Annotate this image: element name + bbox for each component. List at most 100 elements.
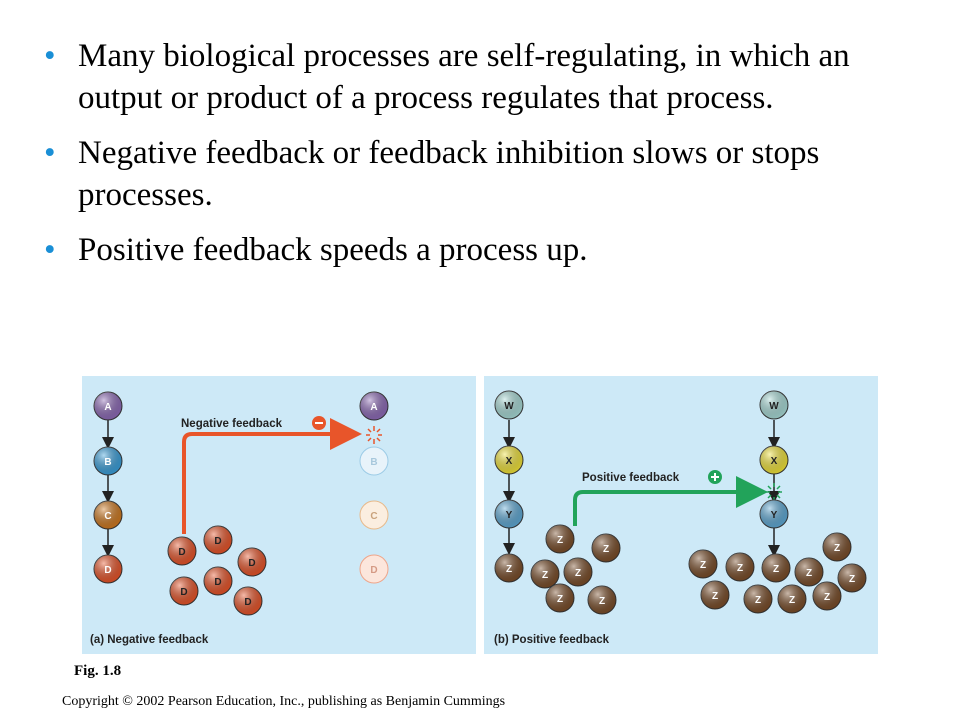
molecule-Z: Z xyxy=(761,553,791,583)
negative-feedback-panel: A B C D D D D D D D Negative feedback A xyxy=(82,376,476,654)
copyright-notice: Copyright © 2002 Pearson Education, Inc.… xyxy=(62,694,506,709)
positive-feedback-panel: W X Y Z Z Z Z Z Z Z Positive feedback W xyxy=(484,376,878,654)
svg-text:A: A xyxy=(370,402,377,413)
product-cluster-D: D D D D D D xyxy=(167,525,267,616)
molecule-Z: Z xyxy=(563,557,593,587)
molecule-Z: Z xyxy=(822,532,852,562)
svg-text:B: B xyxy=(370,457,377,468)
svg-text:Z: Z xyxy=(806,568,812,579)
svg-text:D: D xyxy=(180,587,187,598)
svg-text:D: D xyxy=(214,536,221,547)
svg-text:D: D xyxy=(178,547,185,558)
pathway-right: A B C D xyxy=(359,391,389,584)
molecule-Z: Z xyxy=(777,584,807,614)
molecule-Z: Z xyxy=(812,581,842,611)
molecule-B-faded: B xyxy=(359,446,389,476)
panel-caption: (b) Positive feedback xyxy=(494,634,610,646)
svg-text:D: D xyxy=(104,565,111,576)
molecule-D: D xyxy=(169,576,199,606)
pathway-left: W X Y Z xyxy=(494,390,524,583)
molecule-Y: Y xyxy=(494,499,524,529)
bullet-dot: • xyxy=(44,38,56,74)
molecule-X: X xyxy=(759,445,789,475)
svg-text:Z: Z xyxy=(755,595,761,606)
molecule-Z: Z xyxy=(494,553,524,583)
svg-text:Z: Z xyxy=(603,544,609,555)
bullet-text: Many biological processes are self-regul… xyxy=(78,38,850,116)
molecule-A: A xyxy=(359,391,389,421)
inhibition-burst-icon xyxy=(366,426,382,444)
molecule-Z: Z xyxy=(545,583,575,613)
molecule-Y: Y xyxy=(759,499,789,529)
molecule-X: X xyxy=(494,445,524,475)
bullet-text: Positive feedback speeds a process up. xyxy=(78,231,588,268)
molecule-D: D xyxy=(203,525,233,555)
svg-text:Y: Y xyxy=(771,510,778,521)
bullet-text: Negative feedback or feedback inhibition… xyxy=(78,134,820,213)
activation-burst-icon xyxy=(766,483,782,501)
svg-text:Y: Y xyxy=(506,510,513,521)
molecule-A: A xyxy=(93,391,123,421)
molecule-Z: Z xyxy=(794,557,824,587)
molecule-Z: Z xyxy=(725,552,755,582)
bullet-item: • Many biological processes are self-reg… xyxy=(40,36,940,120)
bullet-dot: • xyxy=(44,134,56,171)
molecule-C: C xyxy=(93,500,123,530)
svg-text:W: W xyxy=(504,401,514,412)
svg-text:Z: Z xyxy=(599,596,605,607)
molecule-Z: Z xyxy=(587,585,617,615)
svg-text:Z: Z xyxy=(506,564,512,575)
svg-text:Z: Z xyxy=(700,560,706,571)
molecule-Z: Z xyxy=(688,549,718,579)
positive-feedback-arrow xyxy=(573,476,768,526)
molecule-Z: Z xyxy=(530,559,560,589)
bullet-item: • Negative feedback or feedback inhibiti… xyxy=(40,133,940,217)
molecule-D: D xyxy=(233,586,263,616)
molecule-Z: Z xyxy=(700,580,730,610)
bullet-dot: • xyxy=(44,231,56,268)
svg-text:B: B xyxy=(104,457,111,468)
bullet-item: • Positive feedback speeds a process up. xyxy=(40,230,940,272)
molecule-D: D xyxy=(167,536,197,566)
svg-text:C: C xyxy=(104,511,111,522)
svg-text:Z: Z xyxy=(737,563,743,574)
svg-text:D: D xyxy=(248,558,255,569)
svg-text:A: A xyxy=(104,402,111,413)
molecule-Z: Z xyxy=(545,524,575,554)
positive-feedback-diagram: W X Y Z Z Z Z Z Z Z Positive feedback W xyxy=(494,390,867,646)
molecule-Z: Z xyxy=(837,563,867,593)
product-cluster-Z: Z Z Z Z Z Z xyxy=(530,524,621,615)
svg-text:Z: Z xyxy=(575,568,581,579)
molecule-C-faded: C xyxy=(359,500,389,530)
svg-text:Z: Z xyxy=(557,535,563,546)
negative-feedback-label: Negative feedback xyxy=(181,418,283,430)
molecule-W: W xyxy=(759,390,789,420)
negative-feedback-arrow xyxy=(182,418,362,534)
figure-label: Fig. 1.8 xyxy=(74,663,122,679)
molecule-D: D xyxy=(93,554,123,584)
molecule-D: D xyxy=(203,566,233,596)
molecule-Z: Z xyxy=(743,584,773,614)
svg-text:Z: Z xyxy=(824,592,830,603)
svg-text:Z: Z xyxy=(542,570,548,581)
svg-text:Z: Z xyxy=(557,594,563,605)
bullet-list: • Many biological processes are self-reg… xyxy=(40,36,940,285)
molecule-Z: Z xyxy=(591,533,621,563)
svg-text:D: D xyxy=(370,565,377,576)
svg-text:Z: Z xyxy=(712,591,718,602)
positive-feedback-label: Positive feedback xyxy=(582,472,680,484)
molecule-B: B xyxy=(93,446,123,476)
product-cluster-Z: Z Z Z Z Z Z Z Z Z Z xyxy=(688,532,867,614)
molecule-D-faded: D xyxy=(359,554,389,584)
panel-caption: (a) Negative feedback xyxy=(90,634,209,646)
svg-text:Z: Z xyxy=(789,595,795,606)
pathway-left: A B C D xyxy=(93,391,123,584)
svg-text:X: X xyxy=(771,456,778,467)
svg-text:D: D xyxy=(214,577,221,588)
pathway-right: W X Y xyxy=(759,390,789,557)
svg-text:Z: Z xyxy=(773,564,779,575)
molecule-D: D xyxy=(237,547,267,577)
svg-text:Z: Z xyxy=(834,543,840,554)
molecule-W: W xyxy=(494,390,524,420)
negative-feedback-diagram: A B C D D D D D D D Negative feedback A xyxy=(90,391,389,646)
